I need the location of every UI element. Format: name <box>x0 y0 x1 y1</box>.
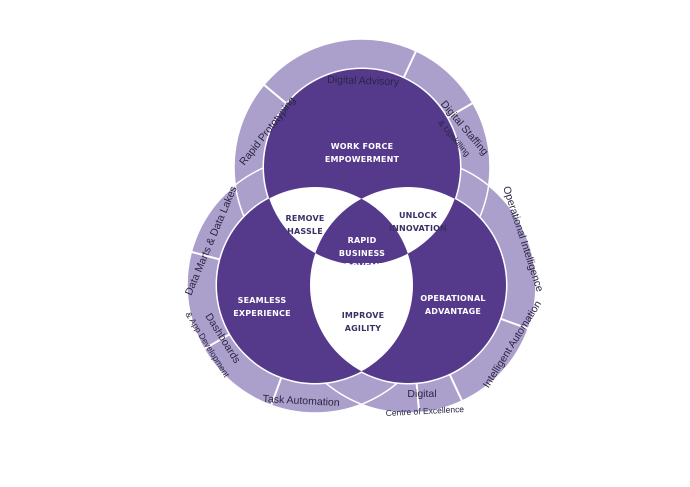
remove-hassle-label-2: HASSLE <box>287 227 323 236</box>
workforce-label-2: EMPOWERMENT <box>325 155 400 164</box>
unlock-innovation-label-1: UNLOCK <box>399 211 438 220</box>
improve-agility-label-1: IMPROVE <box>342 311 385 320</box>
operational-label-1: OPERATIONAL <box>420 294 485 303</box>
workforce-label-1: WORK FORCE <box>331 142 394 151</box>
segment-divider <box>261 82 290 107</box>
center-label-3: IMPROVEMENT <box>328 262 397 271</box>
operational-label-2: ADVANTAGE <box>425 307 481 316</box>
segment-divider <box>401 48 418 81</box>
seamless-label-2: EXPERIENCE <box>233 309 291 318</box>
center-overlap <box>310 187 413 265</box>
segment-divider <box>189 250 223 262</box>
segment-divider <box>269 374 284 408</box>
segment-task-automation: Task Automation <box>262 393 340 409</box>
unlock-innovation-label-2: INNOVATION <box>389 224 447 233</box>
seamless-label-1: SEAMLESS <box>238 296 287 305</box>
segment-divider <box>497 316 531 331</box>
segment-divider <box>447 371 464 404</box>
center-label-2: BUSINESS <box>339 249 385 258</box>
segment-divider <box>415 380 421 415</box>
remove-hassle-label-1: REMOVE <box>285 214 324 223</box>
improve-agility-label-2: AGILITY <box>345 324 381 333</box>
segment-divider <box>444 101 476 120</box>
center-label-1: RAPID <box>348 236 377 245</box>
segment-divider <box>201 332 233 351</box>
segment-digital-coe: Digital <box>407 388 436 400</box>
segment-digital-advisory: Digital Advisory <box>327 74 400 89</box>
segment-digital-coe-sub: Centre of Excellence <box>385 404 464 418</box>
